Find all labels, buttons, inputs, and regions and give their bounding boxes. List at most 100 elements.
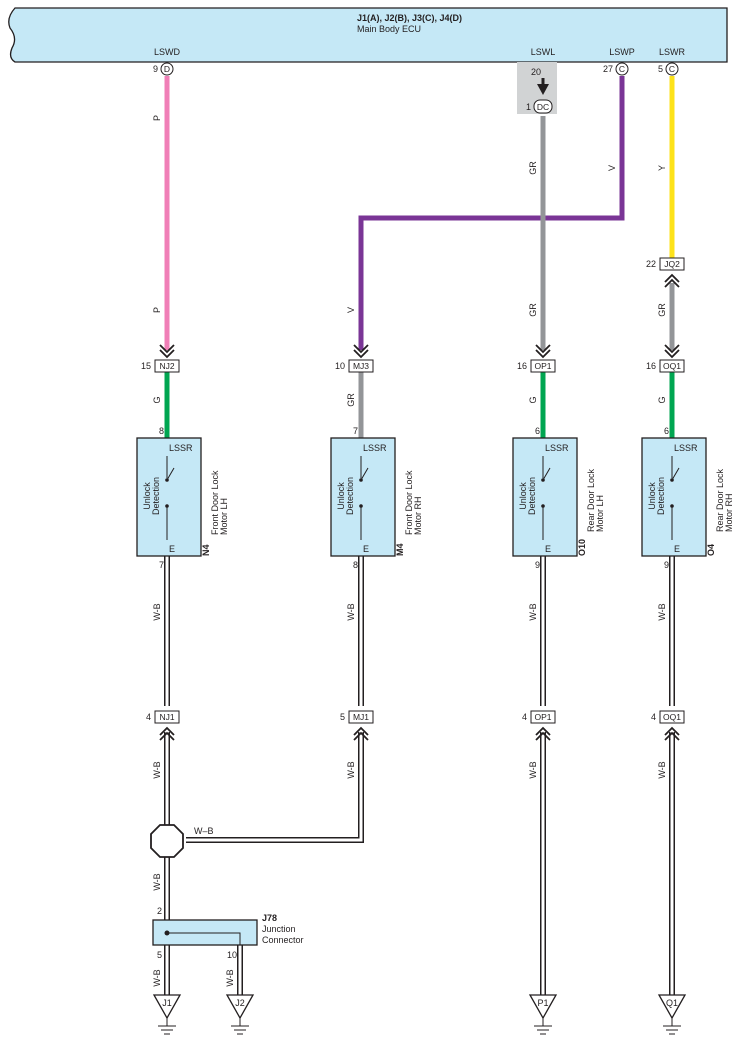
label-gr-m4: GR	[346, 393, 356, 407]
grounds: J1 J2 P1 Q1	[152, 994, 687, 1035]
label-wb-o4: W-B	[657, 603, 667, 620]
junction-connector-j78: 2 5 10 J78 Junction Connector	[152, 906, 304, 960]
ground-label: J1	[162, 998, 172, 1008]
connector-pin: 4	[522, 712, 527, 722]
connector-name: OP1	[534, 712, 551, 722]
connector-lower-mj1: MJ1 5	[340, 710, 374, 741]
motor-name-line2: Motor LH	[219, 498, 229, 535]
connector-pin: 4	[146, 712, 151, 722]
jq2-connector: JQ2 22	[646, 257, 685, 288]
junction-pin-j2: 10	[227, 950, 237, 960]
label-g-o4: G	[657, 396, 667, 403]
ecu-terminal-lswd: D 9	[153, 62, 174, 76]
junction-pin-in: 2	[157, 906, 162, 916]
label-gr-lswl-lower: GR	[528, 303, 538, 317]
dc-connector-name: DC	[537, 102, 549, 112]
motor-label-top: LSSR	[363, 443, 387, 453]
label-wb-splice: W-B	[152, 873, 162, 890]
motor-name-line2: Motor RH	[413, 496, 423, 535]
dc-connector-pin: 1	[526, 102, 531, 112]
connector-name: NJ1	[159, 712, 174, 722]
switch-label-line2: Detection	[527, 477, 537, 515]
connector-lower-nj1: NJ1 4	[146, 710, 180, 741]
connector-pin: 16	[646, 361, 656, 371]
motor-name-line1: Rear Door Lock	[586, 468, 596, 532]
terminal-lswr-conn: C	[669, 64, 675, 74]
label-gr-lswr: GR	[657, 303, 667, 317]
ground-p1: P1	[528, 994, 558, 1035]
label-v-lower: V	[346, 307, 356, 313]
junction-line1: Junction	[262, 924, 296, 934]
ecu-terminal-lswl: 20	[531, 67, 541, 77]
motor-label-top: LSSR	[169, 443, 193, 453]
label-wb-horizontal: W–B	[194, 826, 214, 836]
motor-label-bottom: E	[363, 544, 369, 554]
motor-pin-bottom: 9	[664, 560, 669, 570]
connector-name: MJ3	[353, 361, 369, 371]
terminal-lswd-pin: 9	[153, 64, 158, 74]
ground-label: Q1	[666, 998, 678, 1008]
motor-name-line1: Front Door Lock	[210, 470, 220, 535]
terminal-lswr-pin: 5	[658, 64, 663, 74]
main-body-ecu: J1(A), J2(B), J3(C), J4(D) Main Body ECU…	[8, 7, 728, 63]
connector-name: OQ1	[663, 712, 681, 722]
switch-label-line1: Unlock	[336, 482, 346, 510]
connector-pin: 5	[340, 712, 345, 722]
ecu-name: Main Body ECU	[357, 24, 421, 34]
junction-code: J78	[262, 913, 277, 923]
motor-label-bottom: E	[545, 544, 551, 554]
connector-name: NJ2	[159, 361, 174, 371]
motor-name-line1: Front Door Lock	[404, 470, 414, 535]
label-wb-nj1: W-B	[152, 761, 162, 778]
label-v-upper: V	[607, 165, 617, 171]
label-wb-oq1: W-B	[657, 761, 667, 778]
motor-pin-top: 7	[353, 426, 358, 436]
ecu-terminal-lswr: C 5	[658, 62, 679, 76]
motor-label-top: LSSR	[674, 443, 698, 453]
connector-name: OQ1	[663, 361, 681, 371]
label-wb-j2: W-B	[225, 969, 235, 986]
connector-pin: 4	[651, 712, 656, 722]
label-y: Y	[657, 165, 667, 171]
motor-label-bottom: E	[169, 544, 175, 554]
jq2-name: JQ2	[664, 259, 680, 269]
connector-lower-oq1: OQ1 4	[651, 710, 685, 741]
wire-labels: P P GR GR V V Y GR G GR G G W-B W-B W-B …	[152, 115, 667, 987]
terminal-lswd-conn: D	[164, 64, 170, 74]
junction-pin-j1: 5	[157, 950, 162, 960]
label-g-o10: G	[528, 396, 538, 403]
switch-label-line2: Detection	[656, 477, 666, 515]
motor-pin-bottom: 9	[535, 560, 540, 570]
motor-code: O10	[577, 539, 587, 556]
motor-pin-bottom: 7	[159, 560, 164, 570]
label-wb-mj1: W-B	[346, 761, 356, 778]
switch-label-line2: Detection	[345, 477, 355, 515]
label-g-n4: G	[152, 396, 162, 403]
junction-line2: Connector	[262, 935, 304, 945]
label-wb-j1: W-B	[152, 969, 162, 986]
terminal-lswl-label: LSWL	[531, 47, 556, 57]
switch-label-line2: Detection	[151, 477, 161, 515]
motor-pin-top: 6	[664, 426, 669, 436]
jq2-pin: 22	[646, 259, 656, 269]
terminal-lswp-pin: 27	[603, 64, 613, 74]
motor-code: O4	[706, 544, 716, 556]
switch-label-line1: Unlock	[647, 482, 657, 510]
connector-name: MJ1	[353, 712, 369, 722]
ground-j2: J2	[225, 994, 255, 1035]
label-wb-op1: W-B	[528, 761, 538, 778]
splice-point	[150, 824, 184, 858]
motor-code: N4	[201, 544, 211, 556]
label-gr-lswl-upper: GR	[528, 161, 538, 175]
switch-label-line1: Unlock	[518, 482, 528, 510]
label-wb-o10: W-B	[528, 603, 538, 620]
motor-pin-bottom: 8	[353, 560, 358, 570]
